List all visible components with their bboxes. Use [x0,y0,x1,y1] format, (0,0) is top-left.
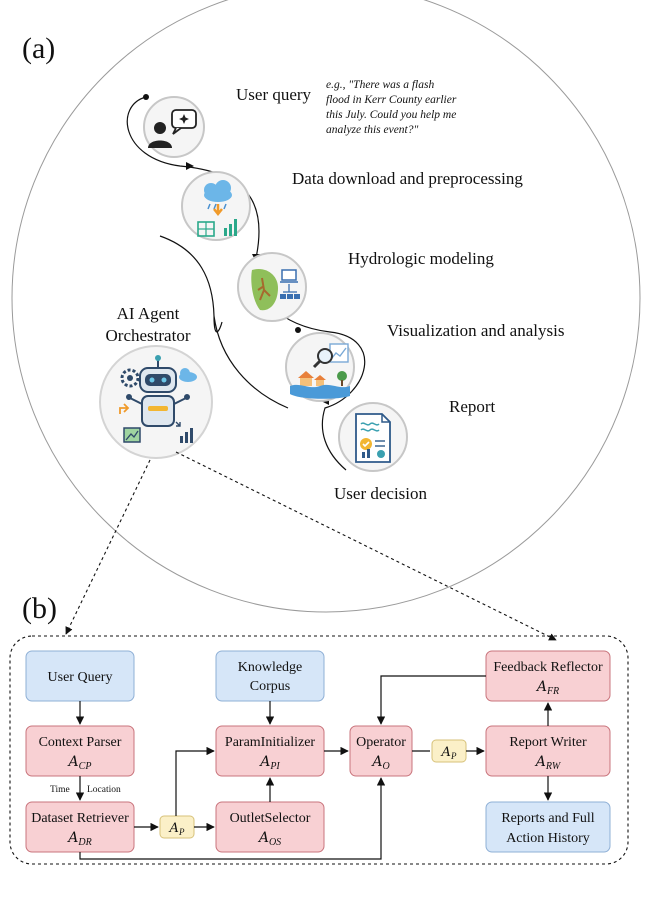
example-query: e.g., "There was a flash flood in Kerr C… [326,79,457,136]
svg-text:e.g., "There was a flash: e.g., "There was a flash [326,79,434,91]
svg-text:API: API [258,754,280,772]
panel-a-label: (a) [22,32,55,65]
svg-text:Operator: Operator [356,735,406,750]
svg-text:Report Writer: Report Writer [509,735,587,750]
planner-tag-right: AP [431,739,467,763]
svg-text:Dataset Retriever: Dataset Retriever [31,811,129,826]
panel-b-label: (b) [22,592,57,625]
visualization-icon [285,332,355,402]
context-parser-box: Context Parser ACP [25,725,135,777]
svg-text:Action History: Action History [506,831,590,846]
orchestrator-brace [159,235,289,409]
step-user-query: User query [236,85,312,104]
operator-box: Operator AO [349,725,413,777]
svg-text:Knowledge: Knowledge [238,660,303,675]
svg-text:Feedback Reflector: Feedback Reflector [493,660,603,675]
svg-text:Corpus: Corpus [250,679,290,694]
step-data-download: Data download and preprocessing [292,169,523,188]
path-dot-2 [295,327,301,333]
svg-text:AP: AP [441,745,457,761]
svg-text:User Query: User Query [48,670,113,685]
user-query-box: User Query [25,650,135,702]
svg-text:AOS: AOS [257,830,281,848]
outlet-selector-box: OutletSelector AOS [215,801,325,853]
robot-orchestrator-icon [99,345,213,459]
svg-text:analyze this event?": analyze this event?" [326,124,419,136]
svg-text:AFR: AFR [535,679,559,697]
location-label: Location [87,785,121,795]
svg-text:ARW: ARW [534,754,562,772]
path-start-dot [143,94,149,100]
data-download-icon [181,171,251,241]
path-arrow-1 [186,162,194,170]
step-hydrologic-modeling: Hydrologic modeling [348,249,494,268]
orchestrator-label-2: Orchestrator [106,326,191,345]
knowledge-corpus-box: Knowledge Corpus [215,650,325,702]
report-writer-box: Report Writer ARW [485,725,611,777]
report-icon [338,402,408,472]
hydrologic-modeling-icon [237,252,307,322]
svg-text:AP: AP [169,821,185,837]
planner-tag-left: AP [159,815,195,839]
step-report: Report [449,397,496,416]
feedback-reflector-box: Feedback Reflector AFR [485,650,611,702]
svg-text:OutletSelector: OutletSelector [230,811,311,826]
svg-text:AO: AO [370,754,389,772]
dataset-retriever-box: Dataset Retriever ADR [25,801,135,853]
user-query-icon [143,96,205,158]
orchestrator-label-1: AI Agent [117,304,180,323]
reports-history-box: Reports and Full Action History [485,801,611,853]
time-label: Time [50,785,70,795]
param-initializer-box: ParamInitializer API [215,725,325,777]
svg-text:flood in Kerr County earlier: flood in Kerr County earlier [326,94,457,106]
step-user-decision: User decision [334,484,428,503]
flow-arrows [75,675,553,860]
svg-text:ADR: ADR [66,830,91,848]
pointer-right [175,451,557,641]
svg-text:this July. Could you help me: this July. Could you help me [326,109,456,121]
step-visualization: Visualization and analysis [387,321,564,340]
svg-text:ACP: ACP [67,754,92,772]
panel-a-circle [11,0,641,613]
pointer-left [65,459,151,635]
svg-text:ParamInitializer: ParamInitializer [225,735,316,750]
svg-text:Reports and Full: Reports and Full [501,811,594,826]
svg-text:Context Parser: Context Parser [39,735,122,750]
